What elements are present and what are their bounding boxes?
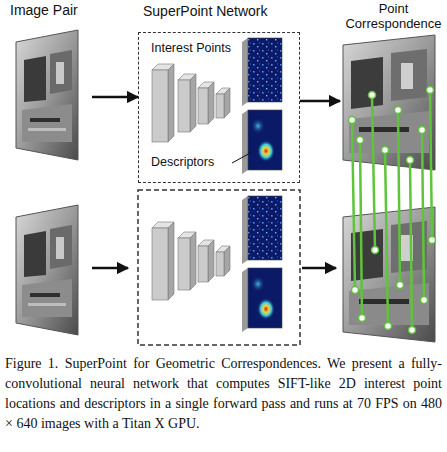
correspondence-lines [352, 90, 432, 330]
input-image [16, 205, 78, 335]
image-node: Image Pair [8, 2, 92, 162]
descriptor-map: Descriptors [149, 111, 289, 181]
input-image [16, 30, 78, 160]
node-label: Interest Points [151, 41, 247, 55]
figure-caption: Figure 1. SuperPoint for Geometric Corre… [5, 354, 442, 434]
network-layers [152, 196, 282, 332]
leader-line [232, 152, 252, 163]
keypoint-markers [349, 87, 436, 334]
flow-arrow [300, 100, 340, 103]
node-label: SuperPoint Network [143, 3, 303, 19]
node-label: Point Correspondence [340, 1, 447, 31]
network-box [138, 190, 300, 345]
flow-arrow [92, 267, 128, 270]
network-box: SuperPoint NetworkInterest PointsDescrip… [138, 32, 300, 183]
flow-arrow [92, 96, 138, 99]
interest-point-map: Interest Points [149, 37, 289, 109]
flow-arrow [302, 267, 336, 270]
network-layers [152, 38, 282, 174]
node-label: Image Pair [10, 2, 92, 18]
node-label: Descriptors [151, 155, 237, 169]
correspondence-image: Point Correspondence [340, 1, 447, 170]
